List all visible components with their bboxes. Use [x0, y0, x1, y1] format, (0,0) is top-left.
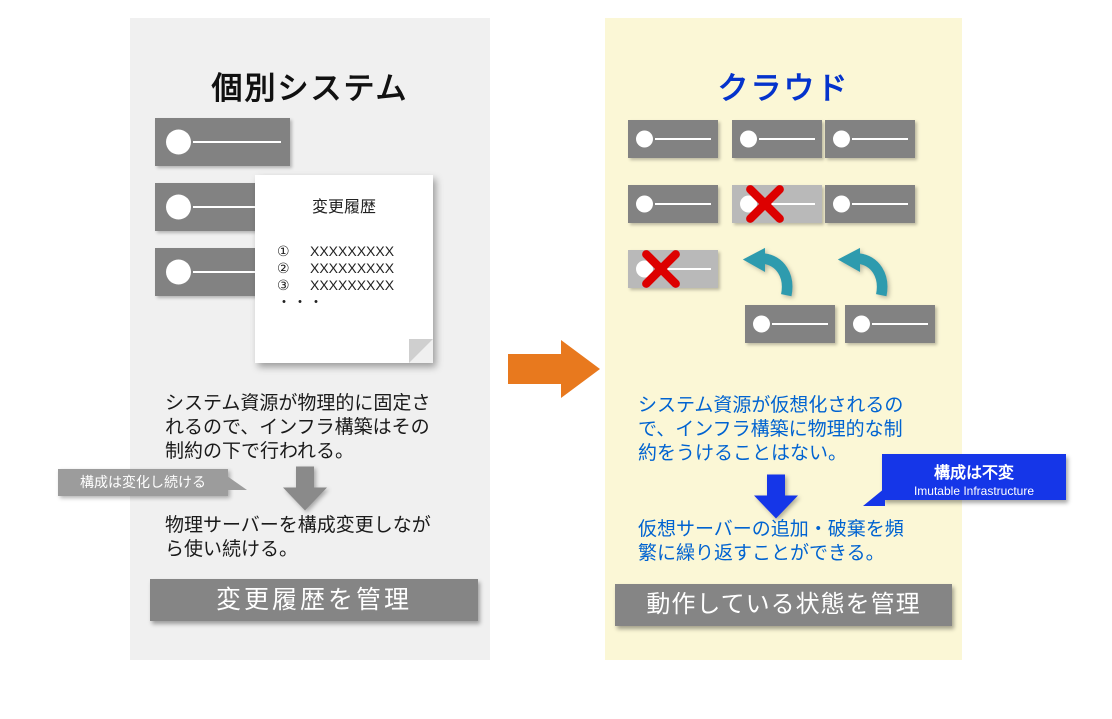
right-paragraph-virtualized: システム資源が仮想化されるの で、インフラ構築に物理的な制 約をうけることはない… — [638, 395, 904, 464]
server-bar-icon — [628, 185, 718, 223]
server-slot-line — [772, 323, 828, 325]
server-bar-icon — [745, 305, 835, 343]
server-led-icon — [636, 130, 653, 148]
left-panel-title: 個別システム — [211, 70, 409, 106]
server-led-icon — [166, 194, 191, 220]
server-slot-line — [872, 323, 928, 325]
destroyed-server-icon — [732, 185, 822, 223]
note-entry-number: ③ — [277, 277, 290, 293]
server-slot-line — [193, 206, 281, 208]
note-entry-number: ① — [277, 243, 290, 259]
note-entry: ③ XXXXXXXXX — [277, 277, 433, 294]
server-slot-line — [193, 141, 281, 143]
note-entry-text: XXXXXXXXX — [310, 243, 395, 259]
server-led-icon — [166, 129, 191, 155]
orange-right-arrow-icon — [508, 340, 600, 398]
change-history-note: 変更履歴 ① XXXXXXXXX ② XXXXXXXXX ③ XXXXXXXXX… — [255, 175, 433, 363]
callout-label: 構成は変化し続ける — [80, 474, 206, 490]
server-slot-line — [655, 138, 711, 140]
config-keeps-changing-callout: 構成は変化し続ける — [58, 469, 247, 496]
cloud-panel: クラウド — [605, 18, 1066, 660]
server-led-icon — [833, 195, 850, 213]
server-led-icon — [636, 195, 653, 213]
callout-tail-icon — [863, 488, 885, 506]
server-slot-line — [759, 203, 815, 205]
teal-curve-arrow-icon — [742, 247, 793, 297]
right-panel-title: クラウド — [717, 70, 850, 106]
server-slot-line — [852, 203, 908, 205]
callout-title: 構成は不変 — [933, 465, 1014, 482]
server-bar-icon — [155, 118, 290, 166]
note-entry-text: XXXXXXXXX — [310, 260, 395, 276]
server-slot-line — [852, 138, 908, 140]
server-led-icon — [740, 130, 757, 148]
server-led-icon — [166, 259, 191, 285]
server-slot-line — [193, 271, 281, 273]
server-slot-line — [655, 203, 711, 205]
note-entry: ② XXXXXXXXX — [277, 260, 433, 277]
destroyed-server-icon — [628, 250, 718, 288]
right-paragraph-add-destroy: 仮想サーバーの追加・破棄を頻 繁に繰り返すことができる。 — [638, 519, 904, 564]
server-led-icon — [740, 195, 757, 213]
red-x-icon — [642, 250, 680, 288]
server-led-icon — [853, 315, 870, 333]
right-banner-manage-running-state: 動作している状態を管理 — [615, 584, 952, 626]
server-bar-icon — [845, 305, 935, 343]
server-led-icon — [753, 315, 770, 333]
callout-tail-icon — [227, 476, 247, 490]
note-entry-number: ② — [277, 260, 290, 276]
server-slot-line — [655, 268, 711, 270]
immutable-infrastructure-callout: 構成は不変 Imutable Infrastructure — [863, 454, 1066, 506]
left-paragraph-keep-using: 物理サーバーを構成変更しなが ら使い続ける。 — [165, 515, 431, 560]
note-ellipsis: ・・・ — [277, 294, 325, 310]
red-x-icon — [746, 185, 784, 223]
server-led-icon — [636, 260, 653, 278]
note-body: ① XXXXXXXXX ② XXXXXXXXX ③ XXXXXXXXX ・・・ — [255, 243, 433, 311]
left-banner-manage-history: 変更履歴を管理 — [150, 579, 478, 621]
gray-down-arrow-icon — [283, 466, 327, 511]
server-bar-icon — [628, 120, 718, 158]
blue-down-arrow-icon — [754, 474, 798, 519]
individual-system-panel: 個別システム 変更履歴 ① XXXXXXXXX ② XXXXXXXXX — [58, 18, 490, 660]
folded-corner-icon — [409, 339, 433, 363]
server-bar-icon — [825, 120, 915, 158]
left-paragraph-fixed-resources: システム資源が物理的に固定さ れるので、インフラ構築はその 制約の下で行われる。 — [165, 393, 431, 462]
teal-curve-arrow-icon — [837, 247, 888, 297]
note-entry: ① XXXXXXXXX — [277, 243, 433, 260]
callout-subtitle: Imutable Infrastructure — [913, 484, 1035, 498]
note-entry-text: XXXXXXXXX — [310, 277, 395, 293]
server-led-icon — [833, 130, 850, 148]
note-title: 変更履歴 — [311, 199, 376, 216]
server-slot-line — [759, 138, 815, 140]
server-bar-icon — [732, 120, 822, 158]
server-bar-icon — [825, 185, 915, 223]
